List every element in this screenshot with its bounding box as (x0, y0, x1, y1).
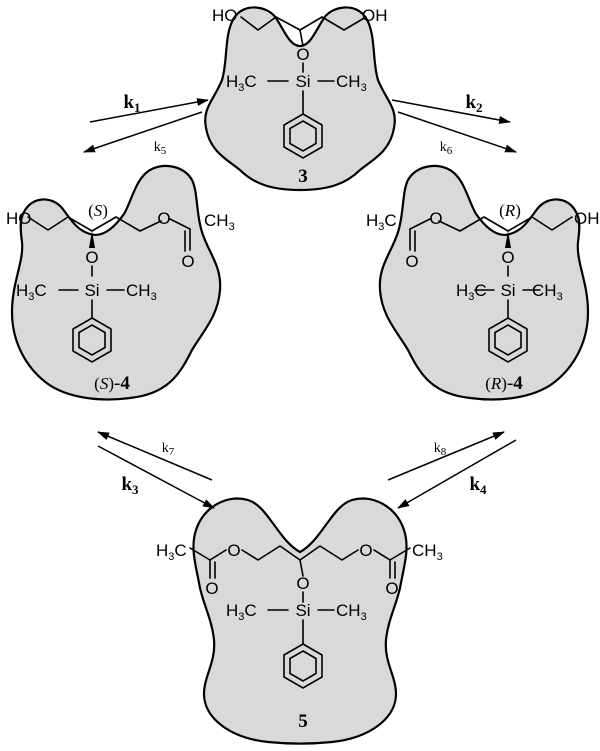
carbonyl-oxygen-right-label: O (385, 579, 398, 598)
rate-label-k8: k8 (434, 441, 447, 458)
methyl-left-label: H3C (226, 601, 257, 623)
oh-label: OH (362, 6, 388, 25)
pocket-3 (204, 6, 396, 192)
methyl-right-label: CH3 (336, 601, 367, 623)
acetyl-methyl-label: CH3 (204, 211, 235, 233)
compound-5: H3C O O O CH3 O O H3C Si CH3 5 (156, 497, 443, 745)
carbonyl-oxygen-left-label: O (205, 579, 218, 598)
oxygen-label: O (85, 248, 98, 267)
arrows-s4-5 (97, 431, 215, 509)
silicon-label: Si (295, 72, 310, 91)
methyl-right-label: CH3 (532, 281, 563, 303)
oxygen-label: O (296, 45, 309, 64)
methyl-right-label: CH3 (336, 72, 367, 94)
arrows-3-s4 (83, 98, 209, 153)
arrow-k8 (387, 431, 505, 481)
arrow-k5 (83, 111, 203, 153)
rate-label-k1: k1 (123, 92, 140, 115)
methyl-right-label: CH3 (126, 281, 157, 303)
acetyl-methyl-left-label: H3C (156, 541, 187, 563)
ho-label: HO (212, 6, 238, 25)
ester-oxygen-label: O (157, 209, 170, 228)
ho-label: HO (6, 209, 32, 228)
compound-label-s-4: (S)-4 (94, 373, 130, 394)
rate-label-k7: k7 (162, 441, 175, 458)
methyl-left-label: H3C (456, 281, 487, 303)
compound-3: HO OH O H3C Si CH3 3 (204, 6, 396, 192)
acetyl-methyl-right-label: CH3 (412, 541, 443, 563)
rate-label-k2: k2 (465, 92, 482, 115)
arrow-k2 (391, 99, 511, 124)
rate-label-k6: k6 (440, 140, 453, 157)
silicon-label: Si (84, 281, 99, 300)
arrow-k4 (397, 439, 517, 509)
pocket-5 (192, 497, 408, 745)
ester-oxygen-label: O (429, 209, 442, 228)
ester-oxygen-right-label: O (359, 541, 372, 560)
oh-label: OH (574, 209, 600, 228)
arrows-r4-5 (387, 431, 517, 509)
oxygen-label: O (296, 574, 309, 593)
compound-label-5: 5 (298, 711, 308, 732)
rate-label-k4: k4 (469, 474, 487, 497)
arrow-k7 (97, 431, 213, 481)
compound-label-3: 3 (298, 166, 308, 187)
pocket-r-4 (378, 164, 590, 401)
silicon-label: Si (500, 281, 515, 300)
carbonyl-oxygen-label: O (405, 252, 418, 271)
rate-label-k5: k5 (154, 140, 167, 157)
oxygen-label: O (501, 248, 514, 267)
arrow-k6 (397, 111, 517, 153)
stereocenter-label: (S) (88, 201, 108, 220)
methyl-left-label: H3C (226, 72, 257, 94)
arrows-3-r4 (391, 99, 517, 153)
arrow-k1 (89, 98, 209, 123)
ester-oxygen-left-label: O (227, 541, 240, 560)
compound-s-4: HO O CH3 O (S) O H3C Si CH3 (S)-4 (6, 164, 235, 401)
stereocenter-label: (R) (499, 201, 521, 220)
rate-label-k3: k3 (121, 474, 139, 497)
silicon-label: Si (295, 601, 310, 620)
compound-label-r-4: (R)-4 (485, 373, 523, 394)
pocket-s-4 (10, 164, 222, 401)
methyl-left-label: H3C (16, 281, 47, 303)
arrow-k3 (97, 445, 215, 509)
carbonyl-oxygen-label: O (181, 252, 194, 271)
acetyl-methyl-label: H3C (366, 211, 397, 233)
compound-r-4: OH O H3C O (R) O H3C Si CH3 (R)-4 (366, 164, 600, 401)
